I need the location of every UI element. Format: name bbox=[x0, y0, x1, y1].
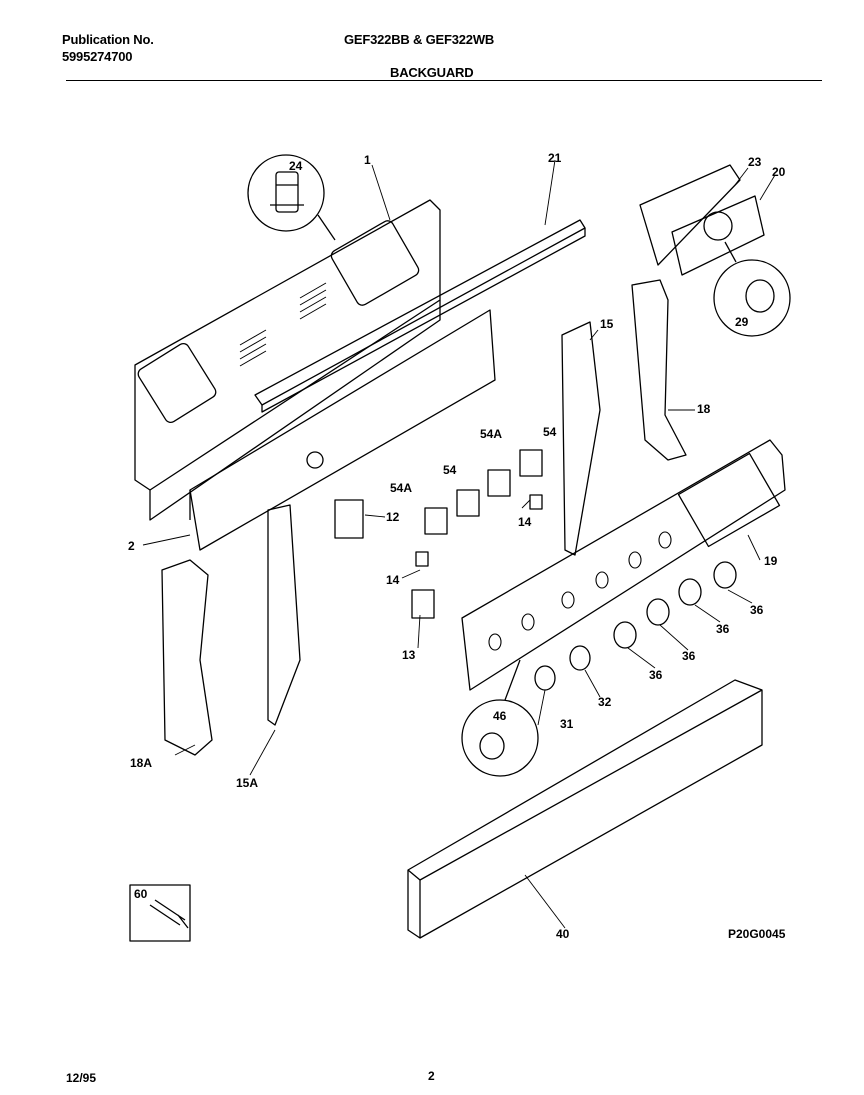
callout-14-right: 14 bbox=[518, 515, 532, 529]
screw-callout-box bbox=[129, 884, 191, 942]
backguard-panel bbox=[134, 199, 441, 521]
callout-15: 15 bbox=[600, 317, 614, 331]
footer-page-number: 2 bbox=[428, 1069, 435, 1083]
callout-36-a: 36 bbox=[649, 668, 663, 682]
header-rule bbox=[66, 80, 822, 81]
callout-46: 46 bbox=[493, 709, 507, 723]
rocker-switch-callout bbox=[247, 154, 336, 241]
publication-number: 5995274700 bbox=[62, 49, 133, 64]
side-bracket-right bbox=[561, 321, 601, 556]
callout-31: 31 bbox=[560, 717, 574, 731]
mounting-bracket bbox=[189, 309, 496, 551]
control-panel bbox=[461, 439, 786, 691]
callout-32: 32 bbox=[598, 695, 612, 709]
callout-36-b: 36 bbox=[682, 649, 696, 663]
callout-1: 1 bbox=[364, 153, 371, 167]
control-knobs bbox=[534, 561, 737, 691]
clock-knob-callout bbox=[713, 241, 791, 337]
top-trim-strip bbox=[254, 219, 586, 413]
callout-54-top: 54 bbox=[543, 425, 557, 439]
callout-2: 2 bbox=[128, 539, 135, 553]
callout-60: 60 bbox=[134, 887, 148, 901]
footer-date: 12/95 bbox=[66, 1071, 97, 1085]
callout-12: 12 bbox=[386, 510, 400, 524]
callout-13: 13 bbox=[402, 648, 416, 662]
callout-18: 18 bbox=[697, 402, 711, 416]
model-numbers: GEF322BB & GEF322WB bbox=[344, 32, 495, 47]
callout-29: 29 bbox=[735, 315, 749, 329]
callout-36-c: 36 bbox=[716, 622, 730, 636]
callout-labels: 1 21 23 20 24 29 15 18 54 54A 54 54A 14 … bbox=[128, 151, 786, 941]
clock-assembly bbox=[639, 164, 765, 276]
callout-21: 21 bbox=[548, 151, 562, 165]
callout-15a: 15A bbox=[236, 776, 258, 790]
diagram-code: P20G0045 bbox=[728, 927, 786, 941]
end-cap-left bbox=[161, 559, 213, 756]
callout-54a-mid: 54A bbox=[390, 481, 412, 495]
callout-36-d: 36 bbox=[750, 603, 764, 617]
callout-20: 20 bbox=[772, 165, 786, 179]
push-button-callout bbox=[461, 659, 539, 777]
end-cap-right bbox=[631, 279, 687, 461]
side-bracket-left bbox=[267, 504, 301, 726]
callout-54-mid: 54 bbox=[443, 463, 457, 477]
callout-18a: 18A bbox=[130, 756, 152, 770]
section-title: BACKGUARD bbox=[390, 65, 474, 80]
publication-label: Publication No. bbox=[62, 32, 154, 47]
callout-23: 23 bbox=[748, 155, 762, 169]
leader-lines bbox=[142, 159, 776, 929]
callout-19: 19 bbox=[764, 554, 778, 568]
bottom-trim bbox=[407, 679, 763, 939]
callout-24: 24 bbox=[289, 159, 303, 173]
callout-54a-top: 54A bbox=[480, 427, 502, 441]
infinite-switches bbox=[334, 449, 543, 619]
callout-14-left: 14 bbox=[386, 573, 400, 587]
callout-40: 40 bbox=[556, 927, 570, 941]
